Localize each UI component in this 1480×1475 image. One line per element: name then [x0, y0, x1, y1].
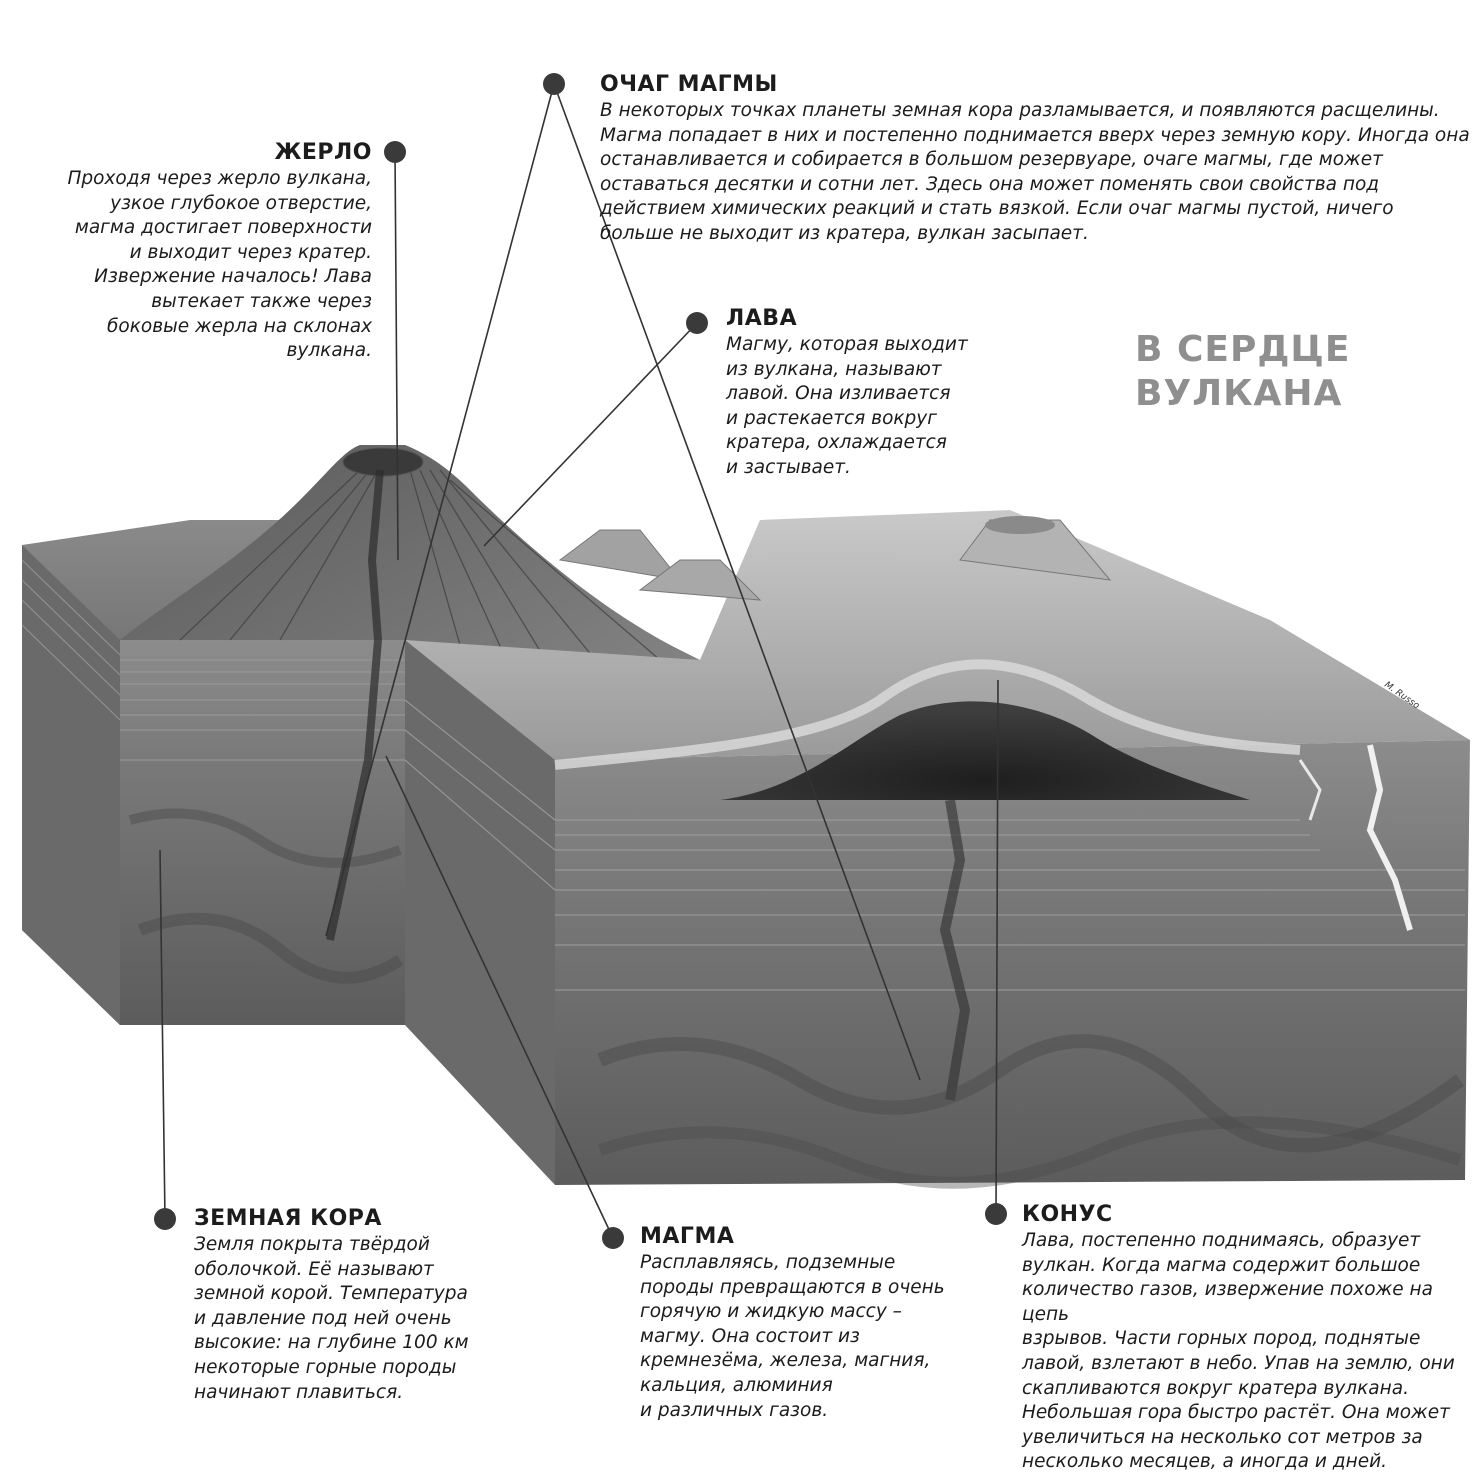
kora-heading: ЗЕМНАЯ КОРА	[194, 1206, 382, 1231]
diagram-title: В СЕРДЦЕ ВУЛКАНА	[1135, 329, 1351, 414]
ochag-dot	[543, 73, 565, 95]
ochag-heading: ОЧАГ МАГМЫ	[600, 72, 778, 97]
kora-text: Земля покрыта твёрдой оболочкой. Её назы…	[194, 1234, 469, 1403]
ochag-text: В некоторых точках планеты земная кора р…	[600, 100, 1470, 244]
zherlo-heading: ЖЕРЛО	[274, 140, 372, 165]
konus-dot	[985, 1203, 1007, 1225]
callout-konus: КОНУС Лава, постепенно поднимаясь, образ…	[1022, 1202, 1472, 1475]
callout-dots	[154, 73, 1007, 1249]
magma-chamber	[720, 701, 1250, 800]
left-crust-block	[21, 520, 405, 1025]
zherlo-text: Проходя через жерло вулкана, узкое глубо…	[67, 168, 372, 362]
callout-magma: МАГМА Расплавляясь, подземные породы пре…	[640, 1224, 960, 1423]
zherlo-dot	[384, 141, 406, 163]
vent-conduit	[326, 469, 384, 941]
lava-heading: ЛАВА	[726, 306, 798, 331]
magma-dot	[602, 1227, 624, 1249]
lava-text: Магму, которая выходит из вулкана, назыв…	[726, 334, 968, 478]
magma-text: Расплавляясь, подземные породы превращаю…	[640, 1252, 945, 1421]
magma-heading: МАГМА	[640, 1224, 735, 1249]
leader-lines	[159, 83, 999, 1239]
kora-dot	[154, 1208, 176, 1230]
konus-heading: КОНУС	[1022, 1202, 1113, 1227]
callout-lava: ЛАВА Магму, которая выходит из вулкана, …	[726, 306, 1006, 481]
callout-zherlo: ЖЕРЛО Проходя через жерло вулкана, узкое…	[60, 140, 372, 364]
konus-text: Лава, постепенно поднимаясь, образует ву…	[1022, 1230, 1455, 1473]
callout-kora: ЗЕМНАЯ КОРА Земля покрыта твёрдой оболоч…	[194, 1206, 494, 1405]
lava-dot	[686, 312, 708, 334]
callout-ochag: ОЧАГ МАГМЫ В некоторых точках планеты зе…	[600, 72, 1470, 247]
